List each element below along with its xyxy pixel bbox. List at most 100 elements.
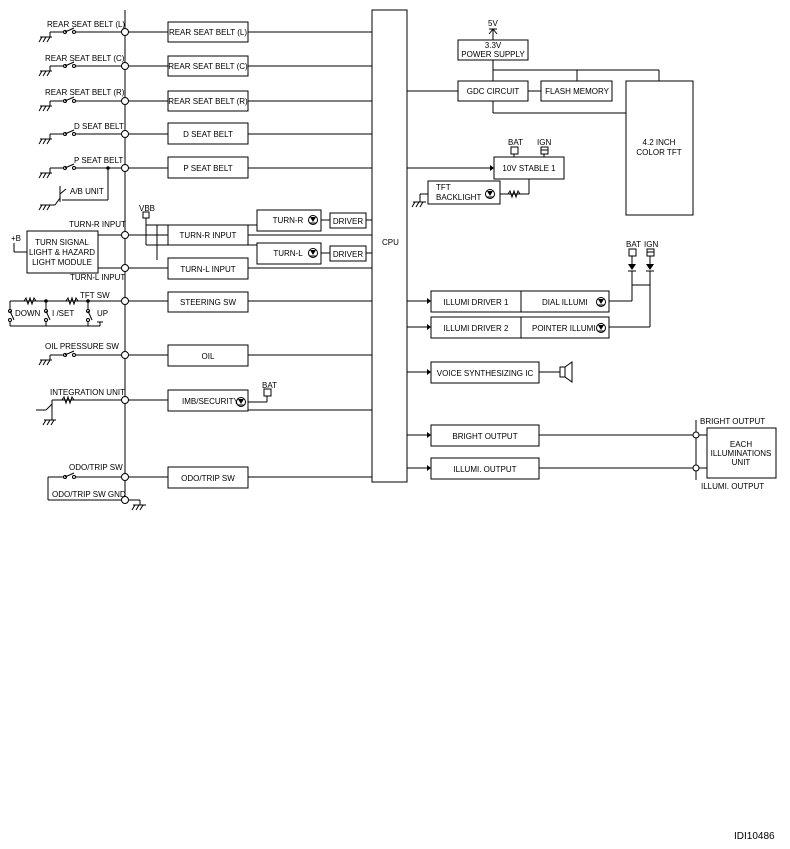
rear-seat-belt-r-label: REAR SEAT BELT (R) [45,88,125,97]
down-label: DOWN [15,309,41,318]
dial-illumi-label: DIAL ILLUMI [542,298,588,307]
voice-synthesizing-label: VOICE SYNTHESIZING IC [437,369,534,378]
power-supply-line-2: POWER SUPPLY [461,50,525,59]
connector-pin [121,264,129,272]
stable-bat-label: BAT [508,138,523,147]
led-icon [308,248,318,258]
turn-r-input-block-label: TURN-R INPUT [180,231,237,240]
tft-sw-label: TFT SW [80,291,110,300]
each-illuminations-line-1: EACH [730,440,752,449]
voice-section: VOICE SYNTHESIZING IC [407,361,573,384]
turn-signal-module [26,230,99,274]
connector-pin [121,473,129,481]
tft-backlight-block [427,180,501,205]
stable-ign-label: IGN [537,138,551,147]
cpu-block [371,9,408,483]
display-section: 5V 3.3V POWER SUPPLY GDC CIRCUIT FLASH M… [407,19,694,216]
steering-sw-block-label: STEERING SW [180,298,236,307]
connector-pin [121,297,129,305]
rear-seat-belt-c-input: REAR SEAT BELT (C) REAR SEAT BELT (C) [38,54,372,77]
illumi-output-block-label: ILLUMI. OUTPUT [453,465,516,474]
diode-icon [646,264,654,270]
odo-trip-input: ODO/TRIP SW ODO/TRIP SW GND ODO/TRIP SW [47,463,372,511]
rear-seat-belt-r-input: REAR SEAT BELT (R) REAR SEAT BELT (R) [38,88,372,112]
imb-security-block-label: IMB/SECURITY [182,397,240,406]
connector-pin [121,231,129,239]
bat-terminal [510,146,519,155]
turn-module-line-1: TURN SIGNAL [35,238,89,247]
rear-seat-belt-c-label: REAR SEAT BELT (C) [45,54,125,63]
plus-b-label: +B [11,234,21,243]
connector-pin [121,496,129,504]
turn-l-indicator-label: TURN-L [273,249,303,258]
rear-seat-belt-l-input: REAR SEAT BELT (L) REAR SEAT BELT (L) [38,20,372,43]
turn-r-driver-label: DRIVER [333,217,363,226]
connector-pin [121,351,129,359]
turn-l-driver-label: DRIVER [333,250,363,259]
steering-sw-block [167,291,249,313]
rear-seat-belt-r-block-label: REAR SEAT BELT (R) [168,97,248,106]
turn-r-input-label: TURN-R INPUT [69,220,126,229]
bat-terminal [263,388,272,397]
rear-seat-belt-l-block-label: REAR SEAT BELT (L) [169,28,247,37]
power-supply-line-1: 3.3V [485,41,502,50]
turn-r-indicator-label: TURN-R [273,216,304,225]
speaker-icon [559,361,573,383]
p-seat-belt-block-label: P SEAT BELT [183,164,232,173]
connector-pin [121,130,129,138]
diode-icon [628,264,636,270]
output-section: BRIGHT OUTPUT ILLUMI. OUTPUT BRIGHT OUTP… [407,417,777,491]
led-icon [596,297,606,307]
gdc-circuit-label: GDC CIRCUIT [467,87,520,96]
rear-seat-belt-c-block-label: REAR SEAT BELT (C) [168,62,248,71]
connector-pin [121,396,129,404]
d-seat-belt-block-label: D SEAT BELT [183,130,233,139]
steering-switch-input: TFT SW DOWN I /SET UP STEERING SW [8,291,372,327]
illumi-driver-2-label: ILLUMI DRIVER 2 [444,324,509,333]
turn-module-line-2: LIGHT & HAZARD [29,248,95,257]
pointer-illumi-label: POINTER ILLUMI [532,324,596,333]
turn-module-line-3: LIGHT MODULE [32,258,92,267]
each-illuminations-line-2: ILLUMINATIONS [711,449,772,458]
tft-backlight-line-2: BACKLIGHT [436,193,481,202]
illumi-ign-label: IGN [644,240,658,249]
each-illuminations-line-3: UNIT [732,458,751,467]
oil-pressure-input: OIL PRESSURE SW OIL [38,342,372,367]
figure-id: IDI10486 [734,831,775,842]
vbb-terminal [142,211,150,219]
imb-security-block [167,389,249,412]
turn-signal-section: VBB TURN-R DRIVER TURN-R INPUT TURN-L [11,204,372,282]
connector-pin [121,28,129,36]
connector-pin [692,431,700,439]
d-seat-belt-input: D SEAT BELT D SEAT BELT [38,122,372,145]
stable-10v-label: 10V STABLE 1 [502,164,556,173]
p-seat-belt-input: P SEAT BELT P SEAT BELT A/B UNIT [38,156,372,211]
connector-pin [121,62,129,70]
cpu-label: CPU [382,238,399,247]
rear-seat-belt-l-label: REAR SEAT BELT (L) [47,20,125,29]
connector-pin [121,97,129,105]
integration-unit-label: INTEGRATION UNIT [50,388,125,397]
five-v-label: 5V [488,19,498,28]
turn-l-input-label: TURN-L INPUT [70,273,125,282]
illumi-driver-1-label: ILLUMI DRIVER 1 [444,298,509,307]
flash-memory-label: FLASH MEMORY [545,87,610,96]
bright-output-label: BRIGHT OUTPUT [700,417,765,426]
d-seat-belt-label: D SEAT BELT [74,122,124,131]
odo-trip-sw-label: ODO/TRIP SW [69,463,123,472]
illumi-bat-label: BAT [626,240,641,249]
imb-bat-label: BAT [262,381,277,390]
color-tft-line-2: COLOR TFT [636,148,681,157]
each-illuminations-unit [706,427,777,479]
turn-l-input-block-label: TURN-L INPUT [180,265,235,274]
i-set-label: I /SET [52,309,74,318]
color-tft-display [625,80,694,216]
bat-terminal [628,248,637,257]
up-label: UP [97,309,108,318]
p-seat-belt-label: P SEAT BELT [74,156,123,165]
color-tft-line-1: 4.2 INCH [643,138,676,147]
led-icon [596,323,606,333]
illumi-output-label: ILLUMI. OUTPUT [701,482,764,491]
oil-block-label: OIL [202,352,215,361]
